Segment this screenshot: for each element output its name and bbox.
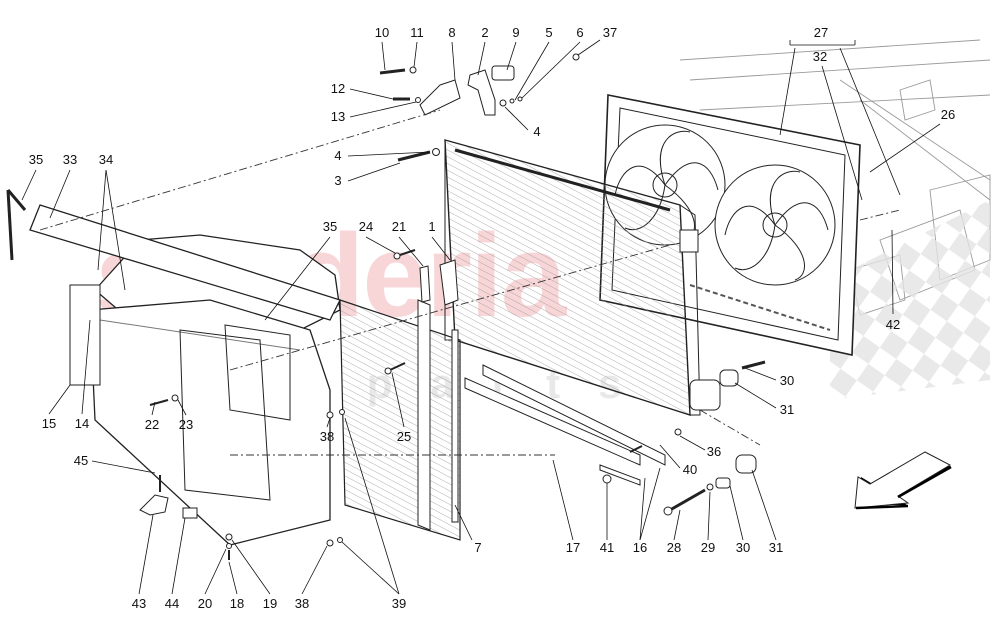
callout-15[interactable]: 15 [41, 416, 57, 431]
callout-18[interactable]: 18 [229, 596, 245, 611]
callout-26[interactable]: 26 [940, 107, 956, 122]
callout-17[interactable]: 17 [565, 540, 581, 555]
callout-34[interactable]: 34 [98, 152, 114, 167]
callout-28[interactable]: 28 [666, 540, 682, 555]
callout-6[interactable]: 6 [576, 25, 584, 40]
callout-31[interactable]: 31 [779, 402, 795, 417]
top-brackets [379, 53, 580, 162]
callout-10[interactable]: 10 [374, 25, 390, 40]
callout-31[interactable]: 31 [768, 540, 784, 555]
callout-29[interactable]: 29 [700, 540, 716, 555]
callout-1[interactable]: 1 [428, 219, 436, 234]
callout-25[interactable]: 25 [396, 429, 412, 444]
callout-35[interactable]: 35 [28, 152, 44, 167]
callout-32[interactable]: 32 [812, 49, 828, 64]
callout-42[interactable]: 42 [885, 317, 901, 332]
callout-35[interactable]: 35 [322, 219, 338, 234]
callout-14[interactable]: 14 [74, 416, 90, 431]
lower-rails [464, 364, 666, 486]
callout-30[interactable]: 30 [735, 540, 751, 555]
alignment-lines [39, 109, 901, 456]
arrow-down-left-icon [854, 451, 952, 510]
callout-38[interactable]: 38 [319, 429, 335, 444]
callout-45[interactable]: 45 [73, 453, 89, 468]
callout-41[interactable]: 41 [599, 540, 615, 555]
callout-5[interactable]: 5 [545, 25, 553, 40]
callout-16[interactable]: 16 [632, 540, 648, 555]
radiator [444, 139, 721, 416]
callout-27[interactable]: 27 [813, 25, 829, 40]
callout-8[interactable]: 8 [448, 25, 456, 40]
leader-lines [21, 39, 941, 595]
mount-hardware [602, 360, 766, 516]
callout-20[interactable]: 20 [197, 596, 213, 611]
callout-33[interactable]: 33 [62, 152, 78, 167]
callout-40[interactable]: 40 [682, 462, 698, 477]
callout-3[interactable]: 3 [334, 173, 342, 188]
callout-38[interactable]: 38 [294, 596, 310, 611]
callout-19[interactable]: 19 [262, 596, 278, 611]
callout-11[interactable]: 11 [410, 25, 424, 40]
callout-2[interactable]: 2 [481, 25, 489, 40]
callout-24[interactable]: 24 [358, 219, 374, 234]
callout-4[interactable]: 4 [334, 148, 342, 163]
callout-36[interactable]: 36 [706, 444, 722, 459]
callout-39[interactable]: 39 [391, 596, 407, 611]
callout-22[interactable]: 22 [144, 417, 160, 432]
fan-right [714, 164, 836, 286]
callout-21[interactable]: 21 [391, 219, 407, 234]
condenser [339, 299, 461, 541]
bottom-hardware [139, 249, 459, 560]
callout-44[interactable]: 44 [164, 596, 180, 611]
callout-13[interactable]: 13 [330, 109, 346, 124]
callout-23[interactable]: 23 [178, 417, 194, 432]
air-duct [6, 189, 341, 546]
callout-4[interactable]: 4 [533, 124, 541, 139]
callout-9[interactable]: 9 [512, 25, 520, 40]
callout-7[interactable]: 7 [474, 540, 482, 555]
callout-30[interactable]: 30 [779, 373, 795, 388]
callout-37[interactable]: 37 [602, 25, 618, 40]
callout-43[interactable]: 43 [131, 596, 147, 611]
callout-12[interactable]: 12 [330, 81, 346, 96]
